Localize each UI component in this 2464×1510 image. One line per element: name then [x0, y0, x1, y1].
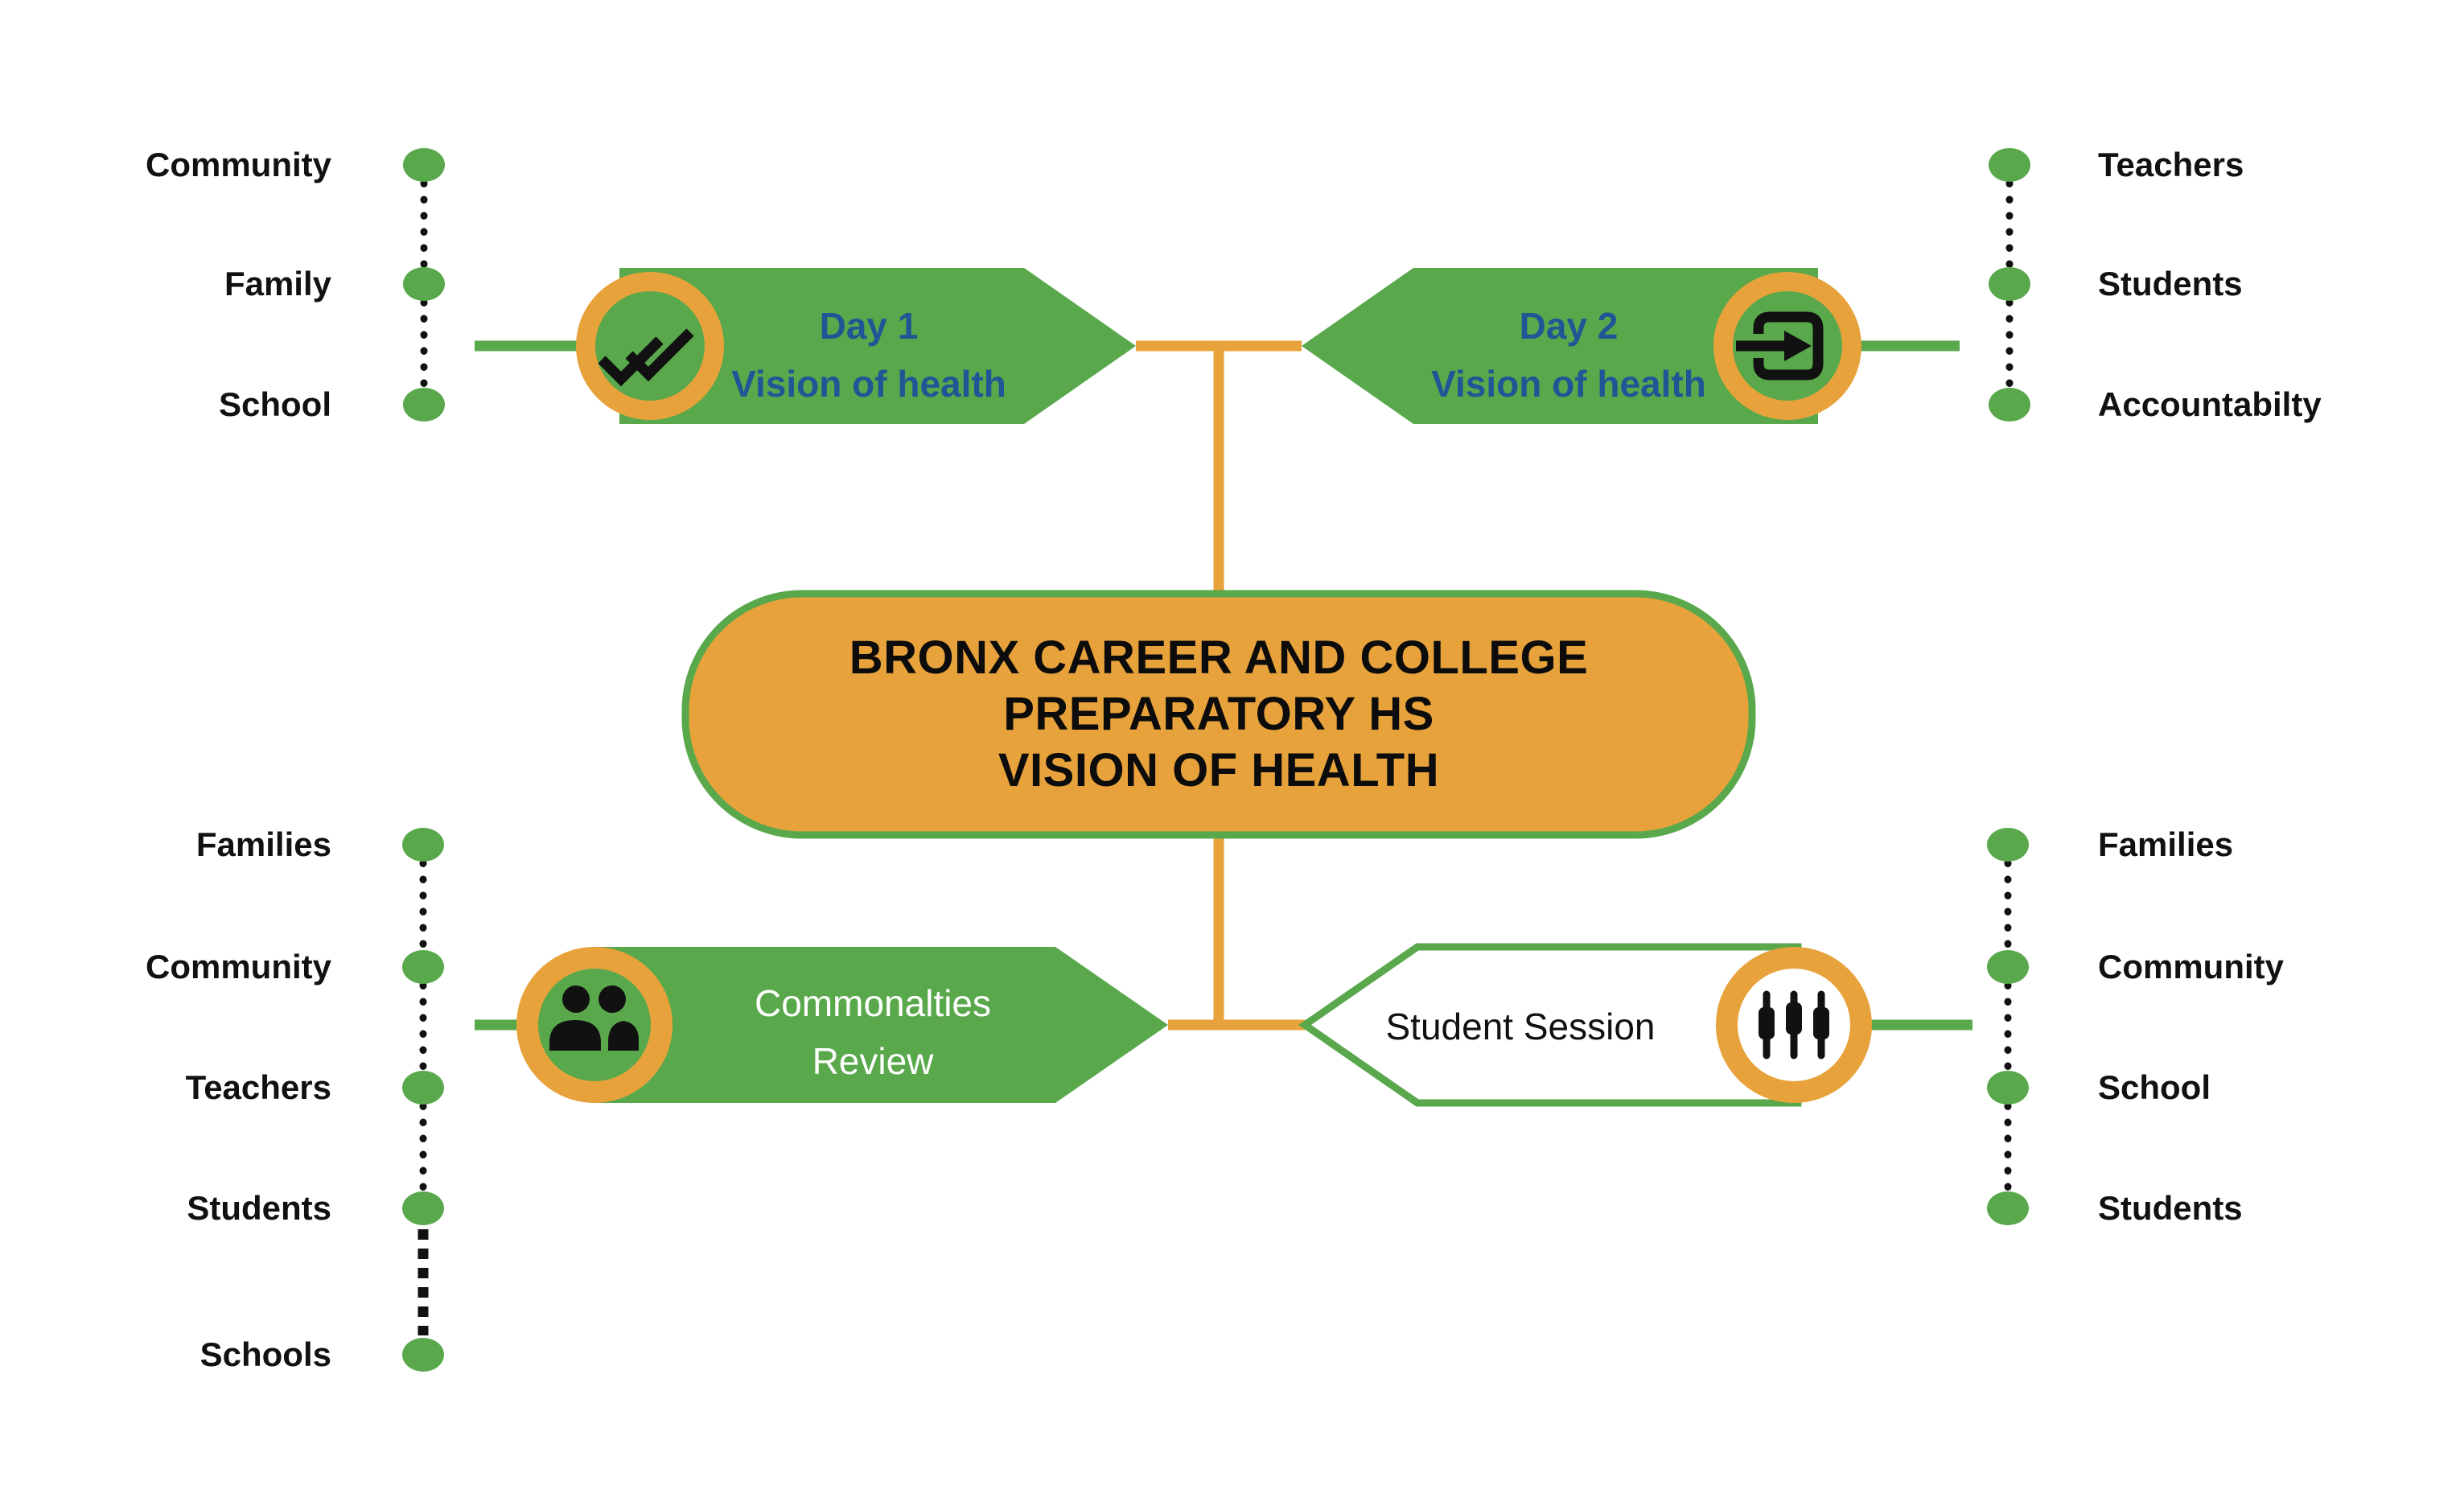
center-title-line2: PREPARATORY HS [1003, 688, 1434, 740]
day2-caption: Day 2 Vision of health [1400, 297, 1738, 413]
day1-arrow-shape [619, 268, 1136, 424]
list-item-teachers-top: Teachers [2098, 146, 2244, 183]
student-session-caption: Student Session [1335, 1002, 1705, 1051]
double-check-icon [598, 328, 694, 387]
list-item-students-top: Students [2098, 265, 2243, 302]
commonalties-subtitle: Review [812, 1040, 934, 1082]
list-item-community-left: Community [146, 948, 331, 985]
day2-arrow-shape [1302, 268, 1818, 424]
list-item-schools: Schools [200, 1335, 331, 1373]
student-session-label: Student Session [1385, 1006, 1656, 1047]
list-item-family: Family [224, 265, 331, 302]
connector-lines [475, 340, 1972, 1031]
center-title-line1: BRONX CAREER AND COLLEGE [849, 632, 1589, 684]
people-icon [549, 985, 639, 1051]
day1-title: Day 1 [819, 305, 919, 347]
day2-subtitle: Vision of health [1431, 363, 1706, 405]
day1-icon-badge [576, 272, 724, 420]
list-item-students-left: Students [187, 1189, 331, 1227]
exit-arrow-icon [1736, 311, 1824, 381]
list-item-school-top: School [218, 385, 331, 423]
timeline-dots [402, 148, 2030, 1372]
commonalties-icon-badge [516, 947, 673, 1103]
day1-subtitle: Vision of health [731, 363, 1006, 405]
center-title: BRONX CAREER AND COLLEGE PREPARATORY HS … [685, 630, 1752, 799]
day2-title: Day 2 [1519, 305, 1619, 347]
commonalties-arrow-shape [595, 947, 1168, 1103]
commonalties-title: Commonalties [755, 982, 991, 1024]
center-title-line3: VISION OF HEALTH [998, 744, 1440, 796]
day2-icon-badge [1713, 272, 1861, 420]
day1-caption: Day 1 Vision of health [700, 297, 1038, 413]
list-item-community-right: Community [2098, 948, 2284, 985]
list-item-community-top: Community [146, 146, 331, 183]
list-item-families-right: Families [2098, 825, 2234, 863]
dotted-connectors [418, 179, 2014, 1335]
list-item-school-right: School [2098, 1068, 2211, 1106]
list-item-students-right: Students [2098, 1189, 2243, 1227]
center-title-box [681, 590, 1756, 839]
commonalties-caption: Commonalties Review [704, 974, 1042, 1090]
student-session-icon-badge [1716, 947, 1872, 1103]
list-item-teachers-left: Teachers [185, 1068, 331, 1106]
sliders-icon [1759, 990, 1829, 1059]
list-item-families-left: Families [195, 825, 331, 863]
list-item-accountabilty: Accountabilty [2098, 385, 2322, 423]
